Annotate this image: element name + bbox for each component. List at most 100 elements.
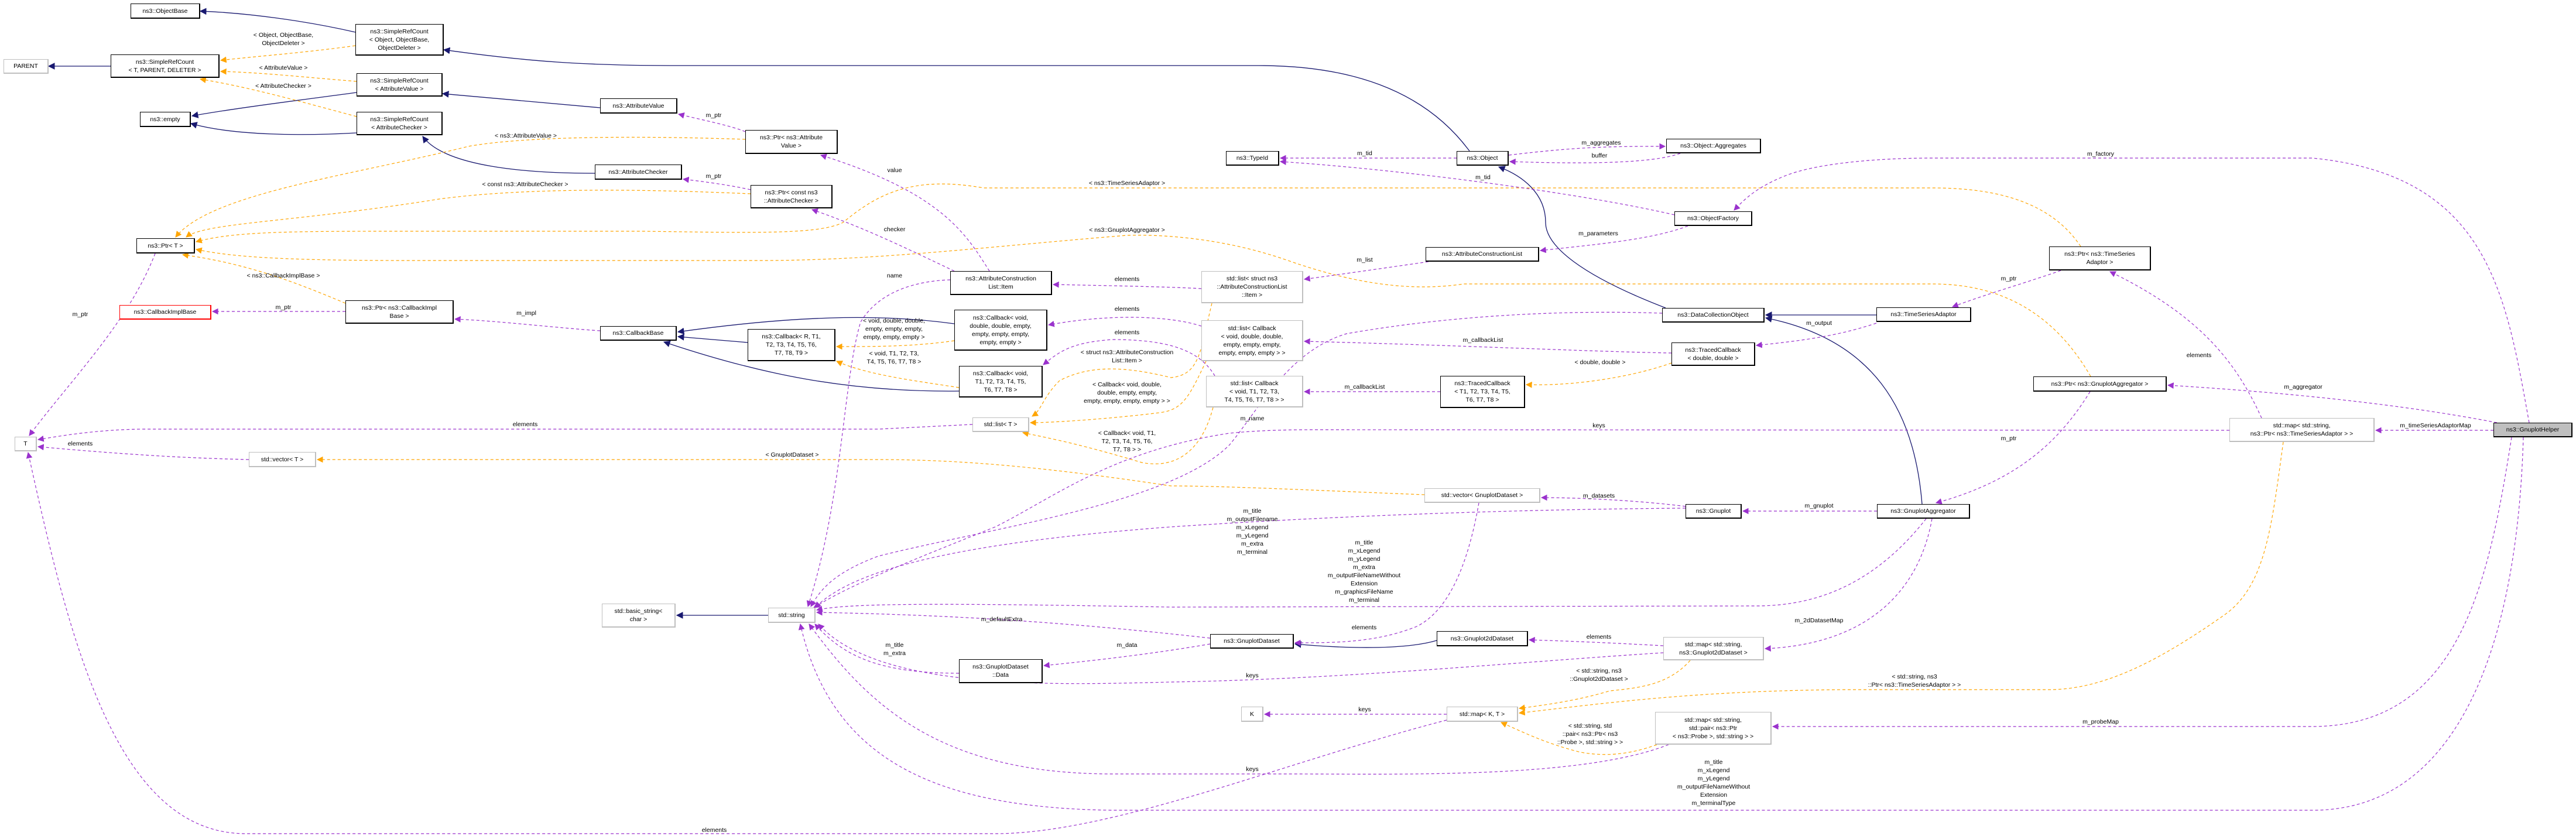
class-node-gnuplotdataset[interactable]: ns3::GnuplotDataset — [1210, 634, 1294, 649]
edge-label-t-probe: < std::string, std ::pair< ns3::Ptr< ns3… — [1557, 722, 1623, 746]
class-node-ptr-av[interactable]: ns3::Ptr< ns3::Attribute Value > — [745, 130, 838, 154]
edge-label-m-timeseriesadaptormap: m_timeSeriesAdaptorMap — [2400, 422, 2471, 429]
edge-member-data-strings — [814, 623, 960, 674]
edge-label-t-nga: < ns3::GnuplotAggregator > — [1089, 227, 1165, 234]
class-node-tc-t[interactable]: ns3::TracedCallback < T1, T2, T3, T4, T5… — [1440, 376, 1525, 408]
class-node-map-2d[interactable]: std::map< std::string, ns3::Gnuplot2dDat… — [1663, 637, 1764, 660]
class-node-src-obj[interactable]: ns3::SimpleRefCount < Object, ObjectBase… — [355, 24, 444, 56]
edge-inherit-object — [1498, 166, 1666, 309]
class-node-dco[interactable]: ns3::DataCollectionObject — [1662, 308, 1765, 323]
class-node-ptr-ac[interactable]: ns3::Ptr< const ns3 ::AttributeChecker > — [751, 185, 833, 208]
class-node-vector-gd[interactable]: std::vector< GnuplotDataset > — [1424, 488, 1540, 503]
class-node-src-ac[interactable]: ns3::SimpleRefCount < AttributeChecker > — [357, 112, 443, 135]
edge-tmpl-ptr-cib — [181, 252, 346, 304]
edge-inherit-cbbase-vt — [663, 340, 960, 392]
edge-member-el-gd — [1294, 502, 1479, 646]
edge-member-output — [1755, 323, 1877, 348]
class-node-objectbase[interactable]: ns3::ObjectBase — [131, 4, 200, 19]
edge-member-aggregator-strings — [816, 518, 1927, 612]
edge-inherit-cbbase-vdd — [677, 317, 955, 335]
class-node-typeid[interactable]: ns3::TypeId — [1226, 151, 1279, 166]
class-node-callbackimplbase[interactable]: ns3::CallbackImplBase — [119, 305, 211, 320]
class-node-list-t[interactable]: std::list< T > — [972, 417, 1029, 432]
edge-label-m-probemap: m_probeMap — [2082, 718, 2119, 725]
edge-member-el-mapt — [26, 451, 1447, 834]
edge-member-2ddatasetmap — [1764, 518, 1933, 652]
edge-label-t-nav: < ns3::AttributeValue > — [494, 132, 557, 139]
edge-inherit-empty-ac — [190, 122, 357, 135]
edge-label-keys-probe: keys — [1246, 766, 1259, 773]
class-node-basic-string[interactable]: std::basic_string< char > — [602, 604, 676, 628]
class-node-cb-vdd[interactable]: ns3::Callback< void, double, double, emp… — [954, 310, 1047, 351]
edge-tmpl-src-ac — [199, 77, 357, 117]
class-node-tc-dd[interactable]: ns3::TracedCallback < double, double > — [1671, 342, 1755, 366]
edge-label-el-listt: elements — [512, 421, 538, 428]
class-node-src-av[interactable]: ns3::SimpleRefCount < AttributeValue > — [357, 73, 443, 97]
edge-label-checker: checker — [883, 226, 906, 233]
class-node-map-kt[interactable]: std::map< K, T > — [1447, 707, 1518, 722]
edge-tmpl-traced-dd — [1525, 362, 1672, 388]
class-node-ptr-tsa[interactable]: ns3::Ptr< ns3::TimeSeries Adaptor > — [2049, 246, 2151, 270]
class-node-ptr-ga[interactable]: ns3::Ptr< ns3::GnuplotAggregator > — [2033, 376, 2167, 392]
edge-member-value — [820, 153, 990, 272]
edge-label-el-item: elements — [1114, 276, 1140, 283]
class-node-gd-data[interactable]: ns3::GnuplotDataset ::Data — [959, 659, 1043, 683]
class-node-src-tpd[interactable]: ns3::SimpleRefCount < T, PARENT, DELETER… — [111, 54, 220, 78]
class-node-list-cb-vt[interactable]: std::list< Callback < void, T1, T2, T3, … — [1206, 376, 1303, 407]
class-node-object[interactable]: ns3::Object — [1457, 151, 1509, 166]
edge-label-data-strings: m_title m_extra — [883, 642, 906, 657]
class-node-k[interactable]: K — [1241, 707, 1263, 722]
class-node-parent[interactable]: PARENT — [4, 59, 49, 74]
class-node-list-cb-vdd[interactable]: std::list< Callback < void, double, doub… — [1201, 320, 1303, 361]
edge-member-parameters — [1539, 225, 1688, 253]
edge-tmpl-list-cbvdd — [1029, 361, 1207, 426]
class-node-string[interactable]: std::string — [768, 608, 816, 623]
class-node-tsa[interactable]: ns3::TimeSeriesAdaptor — [1876, 307, 1971, 322]
edge-label-buffer: buffer — [1591, 152, 1608, 159]
edge-inherit-src-ac — [422, 136, 595, 174]
edge-tmpl-src-av — [220, 68, 357, 82]
class-node-list-item[interactable]: std::list< struct ns3 ::AttributeConstru… — [1201, 271, 1303, 303]
edge-member-el-cbvdd — [1047, 317, 1202, 327]
edge-tmpl-cb-vt — [836, 361, 960, 388]
edge-label-keys-k: keys — [1358, 706, 1371, 713]
edge-label-t-nac: < const ns3::AttributeChecker > — [482, 181, 568, 188]
class-node-map-tsa[interactable]: std::map< std::string, ns3::Ptr< ns3::Ti… — [2229, 418, 2375, 442]
class-node-map-probe[interactable]: std::map< std::string, std::pair< ns3::P… — [1655, 712, 1772, 745]
class-node-item[interactable]: ns3::AttributeConstruction List::Item — [950, 271, 1052, 295]
edge-label-t-dd: < double, double > — [1574, 359, 1626, 366]
class-node-cb-vt[interactable]: ns3::Callback< void, T1, T2, T3, T4, T5,… — [959, 366, 1043, 398]
class-node-cb-r[interactable]: ns3::Callback< R, T1, T2, T3, T4, T5, T6… — [748, 329, 835, 361]
edge-label-m-callbacklist-dd: m_callbackList — [1462, 337, 1503, 344]
class-node-gnuplot[interactable]: ns3::Gnuplot — [1686, 504, 1742, 519]
edge-label-m-ptr-cib: m_ptr — [275, 304, 292, 311]
class-node-attributevalue[interactable]: ns3::AttributeValue — [600, 98, 677, 114]
edge-tmpl-map-tsa — [1518, 441, 2284, 716]
edge-inherit-empty-av — [191, 92, 357, 118]
edge-member-callbacklist-dd — [1303, 338, 1672, 354]
class-node-empty[interactable]: ns3::empty — [140, 112, 191, 127]
class-node-acl[interactable]: ns3::AttributeConstructionList — [1426, 247, 1539, 262]
edge-member-buffer — [1509, 153, 1681, 165]
edge-member-name-dco — [810, 311, 1663, 607]
class-node-ptr-cib[interactable]: ns3::Ptr< ns3::CallbackImpl Base > — [345, 300, 454, 324]
class-node-objectfactory[interactable]: ns3::ObjectFactory — [1674, 211, 1752, 226]
class-node-vector-t[interactable]: std::vector< T > — [249, 452, 316, 467]
class-node-gnuplotaggregator[interactable]: ns3::GnuplotAggregator — [1877, 504, 1970, 519]
class-node-gnuplot2ddataset[interactable]: ns3::Gnuplot2dDataset — [1437, 631, 1528, 646]
edge-label-m-2ddatasetmap: m_2dDatasetMap — [1794, 617, 1844, 624]
class-node-ptr-t[interactable]: ns3::Ptr< T > — [136, 238, 195, 253]
edge-tmpl-list-item — [1032, 303, 1212, 417]
class-node-t[interactable]: T — [15, 437, 37, 451]
edge-tmpl-map-probe — [1501, 722, 1657, 755]
class-node-gnuplothelper[interactable]: ns3::GnuplotHelper — [2493, 423, 2572, 437]
edge-label-el-cbvdd: elements — [1114, 306, 1140, 313]
edge-label-keys-tsa: keys — [1592, 422, 1605, 429]
edge-label-m-ptr-ac: m_ptr — [705, 173, 722, 180]
edge-member-list — [1303, 261, 1429, 282]
edge-tmpl-ptr-tsa — [195, 183, 2081, 247]
class-node-aggregates[interactable]: ns3::Object::Aggregates — [1666, 139, 1761, 153]
class-node-attributechecker[interactable]: ns3::AttributeChecker — [595, 165, 682, 180]
class-node-callbackbase[interactable]: ns3::CallbackBase — [600, 326, 677, 341]
edge-label-m-aggregates: m_aggregates — [1581, 139, 1621, 146]
